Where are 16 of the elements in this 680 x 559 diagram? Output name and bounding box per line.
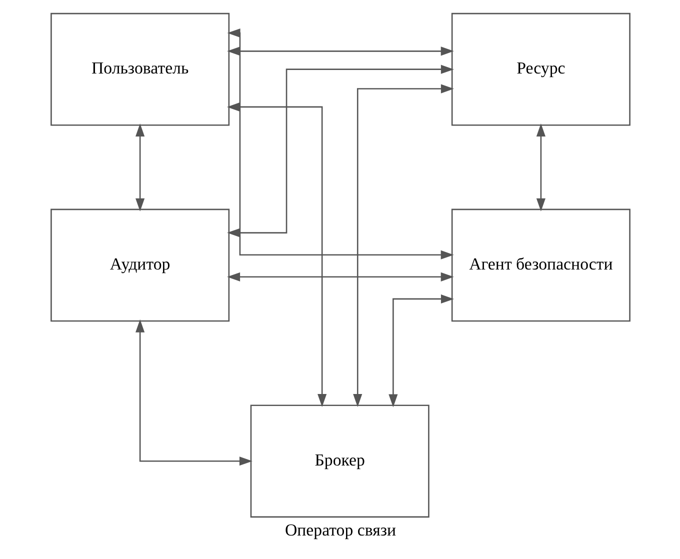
arrow (226, 46, 454, 56)
arrow (536, 124, 545, 212)
arrow (226, 28, 454, 260)
caption: Оператор связи (284, 520, 396, 540)
node-box: Пользователь (50, 12, 230, 126)
arrow (352, 84, 454, 407)
arrow (135, 124, 144, 212)
arrow (135, 319, 252, 466)
arrow (226, 272, 454, 282)
node-box: Ресурс (450, 12, 630, 126)
arrow (226, 64, 454, 238)
node-box: Агент безопасности (450, 208, 630, 322)
arrow (388, 294, 454, 408)
node-box: Брокер (250, 404, 429, 518)
node-box: Аудитор (50, 208, 230, 322)
arrow (226, 102, 326, 407)
